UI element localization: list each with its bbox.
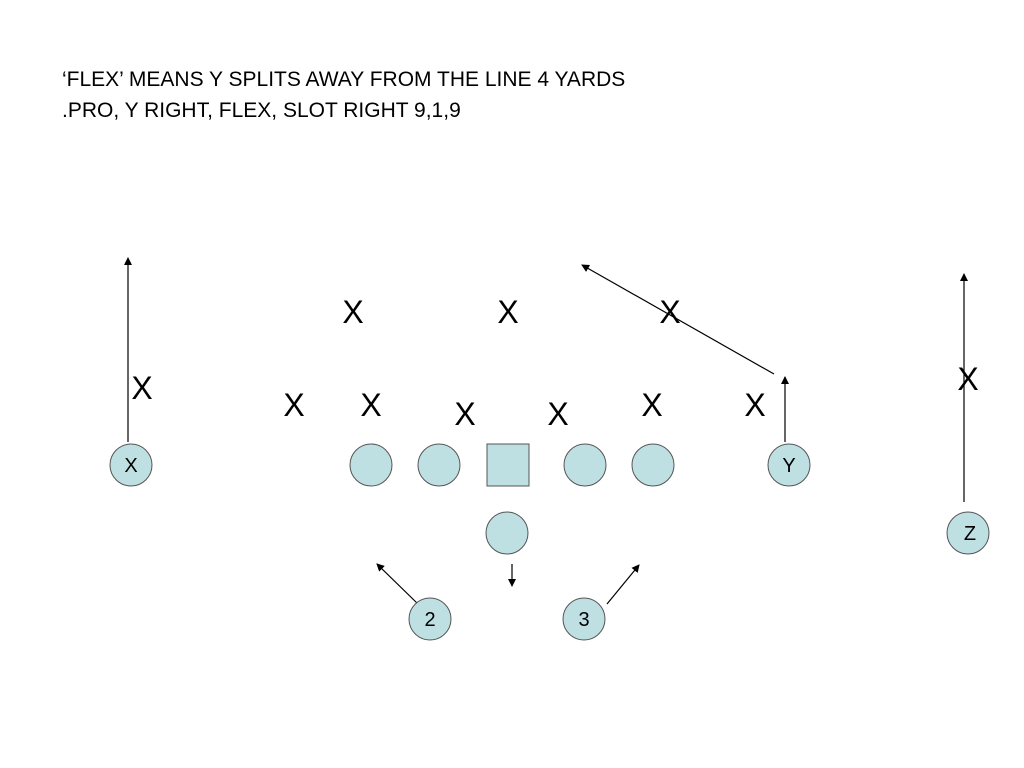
right-tackle xyxy=(631,443,675,487)
quarterback xyxy=(485,511,529,555)
defender-mark: X xyxy=(744,387,765,423)
defender-mark: X xyxy=(454,396,475,432)
defender-mark: X xyxy=(659,294,680,330)
defender-mark: X xyxy=(360,387,381,423)
back-2-label: 2 xyxy=(424,609,435,631)
defender-mark: X xyxy=(131,370,152,406)
back-3-label: 3 xyxy=(578,609,589,631)
defender-mark: X xyxy=(342,294,363,330)
left-tackle xyxy=(349,443,393,487)
x-receiver xyxy=(109,443,153,487)
back-2-route-arrow xyxy=(376,563,419,605)
x-receiver-label: X xyxy=(124,455,137,477)
back-3-route-arrow xyxy=(606,564,640,605)
defender-mark: X xyxy=(641,387,662,423)
back-3 xyxy=(562,597,606,641)
defender-mark: X xyxy=(957,361,978,397)
diagram-title-line-2: .PRO, Y RIGHT, FLEX, SLOT RIGHT 9,1,9 xyxy=(62,99,461,122)
back-2 xyxy=(408,597,452,641)
defender-mark: X xyxy=(497,294,518,330)
y-receiver xyxy=(767,443,811,487)
left-guard xyxy=(417,443,461,487)
right-guard xyxy=(563,443,607,487)
diagram-title-line-1: ‘FLEX’ MEANS Y SPLITS AWAY FROM THE LINE… xyxy=(62,68,626,91)
y-receiver-route-arrow xyxy=(581,264,775,375)
defender-mark: X xyxy=(547,396,568,432)
defender-mark: X xyxy=(283,387,304,423)
z-receiver xyxy=(946,511,990,555)
center xyxy=(486,443,530,487)
y-receiver-label: Y xyxy=(782,455,795,477)
z-receiver-label: Z xyxy=(964,523,976,545)
